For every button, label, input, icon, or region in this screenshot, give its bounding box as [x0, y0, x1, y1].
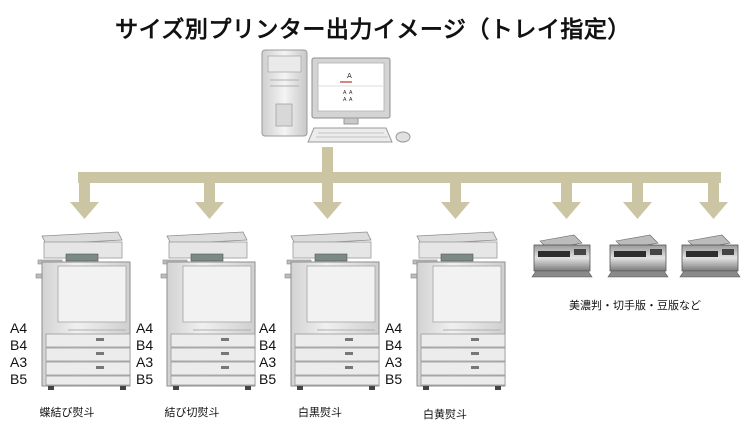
connector-arrow-6	[623, 176, 652, 219]
copier-caption: 結び切熨斗	[164, 406, 220, 419]
connector-arrow-3	[313, 176, 342, 219]
tray-label: B5	[136, 371, 154, 387]
multifunction-copier-icon	[410, 231, 506, 391]
tray-label: A4	[10, 320, 28, 336]
tray-label: B4	[385, 337, 403, 353]
screen-top-mark: A	[347, 72, 352, 80]
tray-label-group-2: A4 B4 A3 B5	[136, 320, 153, 388]
tray-label: A4	[136, 320, 154, 336]
desktop-computer-icon: A A A A A	[261, 49, 411, 143]
tray-label: A3	[385, 354, 403, 370]
screen-mark-4: A	[349, 97, 353, 103]
inkjet-printer-icon	[531, 234, 593, 278]
connector-arrow-7	[699, 176, 728, 219]
inkjet-printer-icon	[679, 234, 741, 278]
tray-label: A4	[385, 320, 403, 336]
tray-label: B4	[259, 337, 277, 353]
tray-label: B5	[385, 371, 403, 387]
connector-tree	[70, 147, 728, 219]
connector-arrow-1	[70, 176, 99, 219]
tray-label-group-4: A4 B4 A3 B5	[385, 320, 402, 388]
tray-label: A3	[10, 354, 28, 370]
connector-arrow-4	[441, 176, 470, 219]
tray-label: B4	[10, 337, 28, 353]
inkjet-printer-icon	[607, 234, 669, 278]
diagram-title: サイズ別プリンター出力イメージ（トレイ指定）	[115, 17, 631, 43]
connector-arrow-5	[552, 176, 581, 219]
screen-mark-3: A	[343, 97, 347, 103]
tray-label-group-1: A4 B4 A3 B5	[10, 320, 27, 388]
printers-caption: 美濃判・切手版・豆版など	[569, 299, 701, 312]
copier-caption: 白黄熨斗	[423, 408, 467, 421]
screen-mark-2: A	[349, 90, 353, 96]
multifunction-copier-icon	[284, 231, 380, 391]
multifunction-copier-icon	[35, 231, 131, 390]
screen-mark-1: A	[343, 90, 347, 96]
copier-caption: 白黒熨斗	[298, 406, 342, 419]
tray-label: A3	[136, 354, 154, 370]
tray-label: A3	[259, 354, 277, 370]
tray-label-group-3: A4 B4 A3 B5	[259, 320, 276, 388]
tray-label: B5	[259, 371, 277, 387]
multifunction-copier-icon	[160, 231, 256, 391]
tray-label: A4	[259, 320, 277, 336]
copier-caption: 蝶結び熨斗	[39, 406, 95, 419]
connector-arrow-2	[195, 176, 224, 219]
tray-label: B4	[136, 337, 154, 353]
tray-label: B5	[10, 371, 28, 387]
